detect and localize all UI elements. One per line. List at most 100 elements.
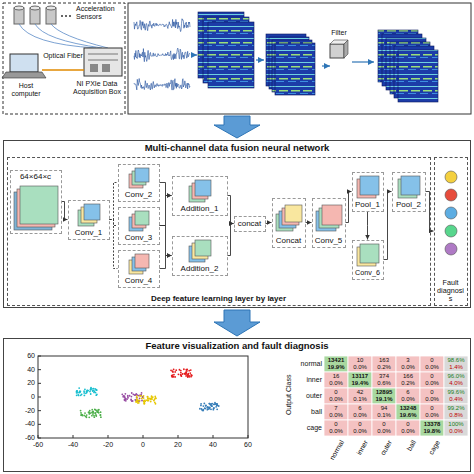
node-label: Conv_4 — [125, 276, 153, 285]
class-label: inner — [348, 439, 370, 469]
feature-map — [119, 252, 159, 276]
feature-map — [119, 166, 159, 190]
table-cell: 0 — [396, 421, 420, 428]
layer-block: Conv_6 — [352, 240, 384, 280]
neuron-symbol — [435, 159, 467, 294]
connector — [160, 256, 172, 269]
part-label: Host computer — [4, 82, 48, 97]
table-cell: 0.2% — [372, 364, 396, 371]
class-label: cage — [420, 439, 442, 469]
panel-frame — [3, 3, 125, 114]
table-cell: 19.1% — [372, 396, 396, 403]
class-label: normal — [290, 360, 322, 368]
table-cell: 0.1% — [348, 396, 372, 403]
axis-tick — [38, 356, 248, 438]
table-cell: 0 — [420, 357, 444, 364]
node-label: 64×64×c — [20, 172, 51, 181]
connector — [110, 183, 118, 220]
table-cell: 100% — [444, 421, 468, 428]
table-cell: 10 — [348, 357, 372, 364]
node-label: Addition_2 — [181, 264, 219, 273]
sensor-symbol — [14, 6, 71, 24]
table-cell: 0.0% — [420, 380, 444, 387]
class-label: inner — [290, 376, 322, 384]
layer-block: concat — [234, 216, 266, 232]
table-cell: 0.1% — [372, 412, 396, 419]
panel: Multi-channel data fusion neural network… — [3, 140, 471, 308]
table-cell: 7 — [324, 405, 348, 412]
table-cell: 0 — [324, 421, 348, 428]
table-cell: 0.0% — [372, 428, 396, 435]
feature-map — [353, 174, 383, 200]
table-cell: 0.0% — [348, 428, 372, 435]
layer-block: Concat — [272, 198, 306, 248]
tick-label: -40 — [8, 420, 35, 428]
tick-label: -60 — [8, 434, 35, 442]
node-label: Conv_1 — [75, 228, 103, 237]
table-cell: 98.6% — [444, 357, 468, 364]
node-label: Conv_2 — [125, 190, 153, 199]
table-cell: 12895 — [372, 389, 396, 396]
table-cell: 0.0% — [420, 396, 444, 403]
table-cell: 19.9% — [324, 364, 348, 371]
panel-title: Feature visualization and fault diagnosi… — [145, 341, 328, 352]
tick-label: 60 — [236, 441, 260, 449]
tick-label: -20 — [8, 407, 35, 415]
layer-block: Conv_2 — [118, 164, 160, 202]
tick-label: -60 — [26, 441, 50, 449]
sensor-wire — [19, 24, 108, 48]
table-cell: 166 — [396, 373, 420, 380]
output-layer: Fault diagnosis — [434, 157, 468, 306]
table-cell: 0.0% — [348, 364, 372, 371]
host-computer — [2, 54, 46, 78]
class-label: ball — [290, 408, 322, 416]
node-label: Conv_3 — [125, 233, 153, 242]
feature-map — [11, 183, 61, 233]
connector — [367, 212, 368, 240]
axis-title: Output Class — [285, 365, 293, 425]
waveform — [134, 19, 190, 90]
connector — [160, 183, 172, 196]
layer-block: Addition_1 — [172, 176, 228, 216]
table-cell: 0.0% — [324, 396, 348, 403]
table-cell: 1.4% — [444, 364, 468, 371]
tick-label: -40 — [61, 441, 85, 449]
table-cell: 6 — [348, 405, 372, 412]
node-label: Pool_1 — [355, 200, 380, 209]
group-box: Deep feature learning layer by layer64×6… — [7, 157, 431, 306]
layer-block: 64×64×c — [10, 170, 62, 234]
table-cell: 96.0% — [444, 373, 468, 380]
table-cell: 0.0% — [396, 396, 420, 403]
feature-map — [353, 242, 383, 268]
tick-label: 40 — [8, 366, 35, 374]
feature-map — [313, 200, 345, 236]
table-cell: 13421 — [324, 357, 348, 364]
table-cell: 0 — [420, 389, 444, 396]
feature-map — [173, 178, 227, 204]
connector — [384, 192, 392, 260]
feature-map — [69, 202, 109, 228]
table-cell: 0.0% — [324, 380, 348, 387]
connector — [110, 220, 118, 269]
layer-block: Pool_1 — [352, 172, 384, 212]
table-cell: 99.6% — [444, 389, 468, 396]
layer-block: Conv_5 — [312, 198, 346, 248]
class-label: outer — [372, 439, 394, 469]
table-cell: 0.4% — [444, 396, 468, 403]
scatter-point — [76, 368, 220, 418]
panel-frame — [128, 3, 471, 114]
table-cell: 0 — [420, 373, 444, 380]
layer-block: Addition_2 — [172, 236, 228, 276]
layer-block: Conv_3 — [118, 207, 160, 245]
table-cell: 163 — [372, 357, 396, 364]
node-label: Conv_5 — [315, 236, 343, 245]
optical-fiber — [42, 69, 84, 71]
table-cell: 0.2% — [396, 380, 420, 387]
tick-label: 20 — [8, 379, 35, 387]
part-label: Acceleration Sensors — [76, 5, 124, 20]
tick-label: -20 — [96, 441, 120, 449]
tick-label: 40 — [201, 441, 225, 449]
feature-map — [119, 209, 159, 233]
table-cell: 0 — [324, 389, 348, 396]
